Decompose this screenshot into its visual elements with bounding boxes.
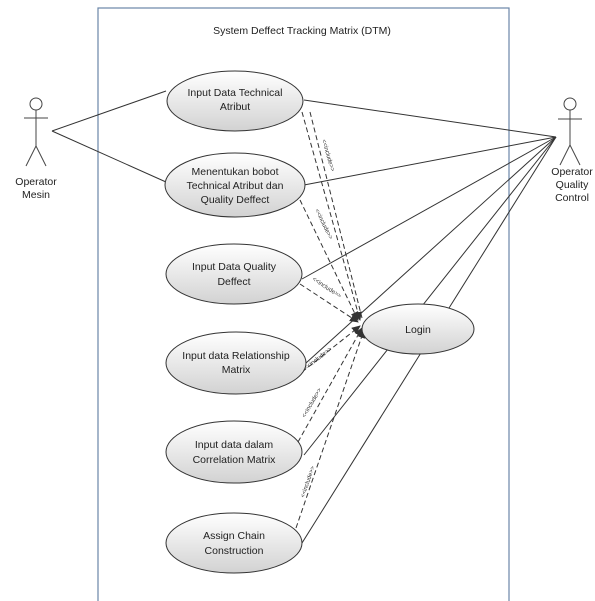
- associations-operator-qc: [301, 99, 557, 544]
- use-case-label: Construction: [205, 545, 264, 557]
- actor-operator-qc-label: Control: [555, 192, 589, 204]
- assoc-mesin-uc1: [51, 90, 167, 132]
- use-case-label: Quality Deffect: [201, 194, 270, 206]
- assoc-qc-uc4: [305, 136, 557, 364]
- use-case-input-data-quality-deffect[interactable]: Input Data Quality Deffect: [165, 243, 303, 305]
- use-case-label: Input data Relationship: [182, 350, 290, 362]
- login-label: Login: [405, 324, 431, 336]
- use-case-assign-chain-construction[interactable]: Assign Chain Construction: [165, 512, 303, 574]
- use-case-input-data-correlation-matrix[interactable]: Input data dalam Correlation Matrix: [165, 420, 303, 484]
- use-case-label: Technical Atribut dan: [187, 180, 284, 192]
- use-case-label: Deffect: [217, 276, 250, 288]
- actor-operator-mesin-label: Mesin: [22, 189, 50, 201]
- use-case-label: Atribut: [220, 101, 250, 113]
- use-case-label: Input data dalam: [195, 439, 273, 451]
- include-uc1-login-b: [309, 111, 363, 319]
- use-case-menentukan-bobot[interactable]: Menentukan bobot Technical Atribut dan Q…: [164, 152, 306, 218]
- assoc-mesin-uc2: [51, 130, 167, 183]
- use-case-login[interactable]: Login: [361, 303, 475, 355]
- use-case-label: Input Data Technical: [188, 87, 283, 99]
- use-case-label: Matrix: [222, 364, 251, 376]
- use-case-label: Assign Chain: [203, 530, 265, 542]
- use-case-label: Correlation Matrix: [193, 454, 277, 466]
- use-case-label: Menentukan bobot: [192, 166, 279, 178]
- assoc-qc-uc5: [303, 136, 557, 456]
- include-uc1-login: [301, 111, 362, 321]
- include-relations: [295, 111, 366, 529]
- include-uc4-login: [301, 325, 361, 373]
- use-case-input-data-relationship-matrix[interactable]: Input data Relationship Matrix: [165, 331, 307, 395]
- actor-operator-mesin-label: Operator: [15, 176, 57, 188]
- assoc-qc-uc1: [303, 99, 557, 138]
- actor-head-icon: [29, 97, 43, 111]
- include-uc6-login: [295, 329, 366, 529]
- actor-operator-mesin[interactable]: [24, 97, 48, 167]
- actor-head-icon: [563, 97, 577, 111]
- system-boundary: [97, 7, 510, 601]
- actor-operator-qc-label: Operator: [551, 166, 593, 178]
- system-title: System Deffect Tracking Matrix (DTM): [213, 25, 391, 37]
- actor-operator-qc-label: Quality: [556, 179, 589, 191]
- use-case-label: Input Data Quality: [192, 261, 277, 273]
- assoc-qc-uc3: [301, 136, 557, 280]
- include-uc2-login: [299, 199, 359, 321]
- assoc-qc-uc2: [303, 136, 557, 186]
- include-uc3-login: [299, 283, 359, 323]
- actor-operator-quality-control[interactable]: [558, 97, 582, 166]
- associations-operator-mesin: [51, 90, 167, 183]
- use-case-input-data-technical-atribut[interactable]: Input Data Technical Atribut: [166, 70, 304, 132]
- include-uc5-login: [297, 327, 363, 443]
